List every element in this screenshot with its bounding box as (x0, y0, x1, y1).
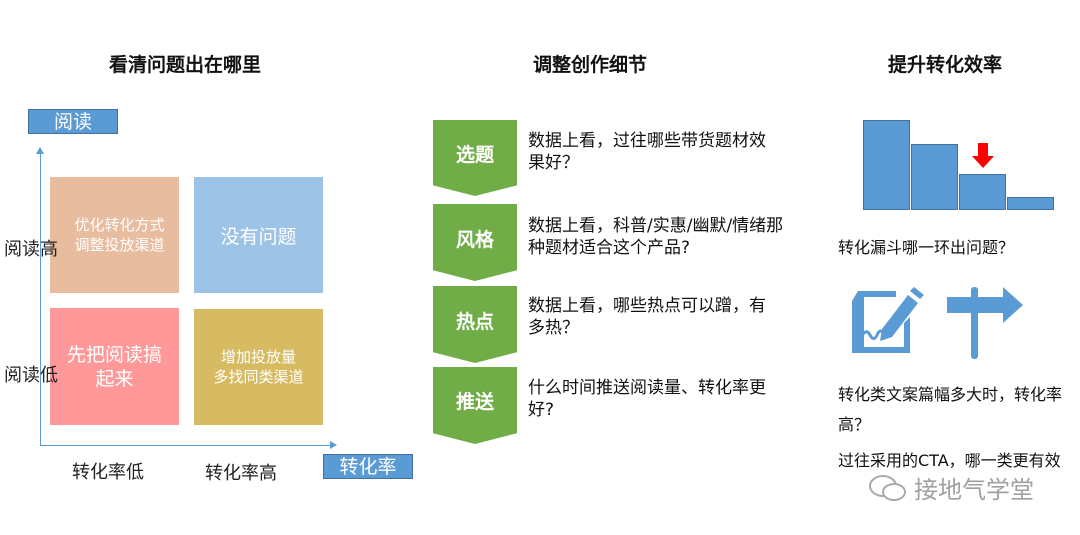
funnel-chart (863, 120, 1055, 210)
watermark-text: 接地气学堂 (914, 476, 1034, 504)
step-chevron-topic: 选题 (433, 120, 517, 196)
right-section-title: 提升转化效率 (887, 54, 1002, 76)
signpost-icon (947, 287, 1023, 359)
quadrant-high-read-high-conv: 没有问题 (194, 177, 323, 293)
quadrant-high-read-low-conv: 优化转化方式 调整投放渠道 (50, 177, 179, 293)
step-description: 数据上看，科普/实惠/幽默/情绪那种题材适合这个产品? (528, 216, 784, 258)
watermark: 接地气学堂 (868, 470, 1034, 505)
step-label: 选题 (455, 144, 494, 166)
col-label-low-conv: 转化率低 (72, 462, 144, 483)
down-arrow-head-icon (972, 156, 994, 168)
row-label-low-read: 阅读低 (4, 365, 58, 386)
wechat-icon (869, 474, 906, 501)
funnel-question: 转化漏斗哪一环出问题？ (838, 238, 1015, 257)
step-label: 推送 (455, 391, 494, 413)
step-label: 风格 (455, 229, 494, 251)
x-axis-line (40, 445, 330, 446)
middle-section-title: 调整创作细节 (532, 54, 647, 76)
funnel-bar (959, 174, 1006, 210)
x-axis-label: 转化率 (323, 454, 413, 479)
funnel-bar (1007, 197, 1054, 210)
step-description: 数据上看，过往哪些带货题材效果好？ (528, 131, 766, 173)
left-section-title: 看清问题出在哪里 (108, 54, 261, 76)
step-description: 数据上看，哪些热点可以蹭，有多热？ (528, 296, 766, 338)
document-sign-icon (852, 287, 924, 353)
cta-question: 过往采用的CTA，哪一类更有效 (838, 451, 1061, 470)
row-label-high-read: 阅读高 (4, 239, 58, 260)
funnel-bar (911, 144, 958, 210)
funnel-bar (863, 120, 910, 210)
copy-length-question: 转化类文案篇幅多大时，转化率高？ (838, 385, 1063, 434)
x-axis-arrow-icon (330, 441, 337, 449)
y-axis-label: 阅读 (28, 109, 118, 134)
y-axis-arrow-icon (36, 147, 44, 154)
step-label: 热点 (455, 311, 494, 333)
step-description: 什么时间推送阅读量、转化率更好? (528, 378, 766, 420)
down-arrow-icon (978, 143, 988, 157)
col-label-high-conv: 转化率高 (205, 463, 277, 484)
quadrant-low-read-high-conv: 增加投放量 多找同类渠道 (194, 309, 323, 425)
quadrant-low-read-low-conv: 先把阅读搞 起来 (50, 308, 179, 425)
step-chevron-style: 风格 (433, 204, 517, 281)
step-chevron-push: 推送 (433, 367, 517, 444)
step-chevron-hotspot: 热点 (433, 286, 517, 363)
y-axis-line (40, 152, 41, 446)
